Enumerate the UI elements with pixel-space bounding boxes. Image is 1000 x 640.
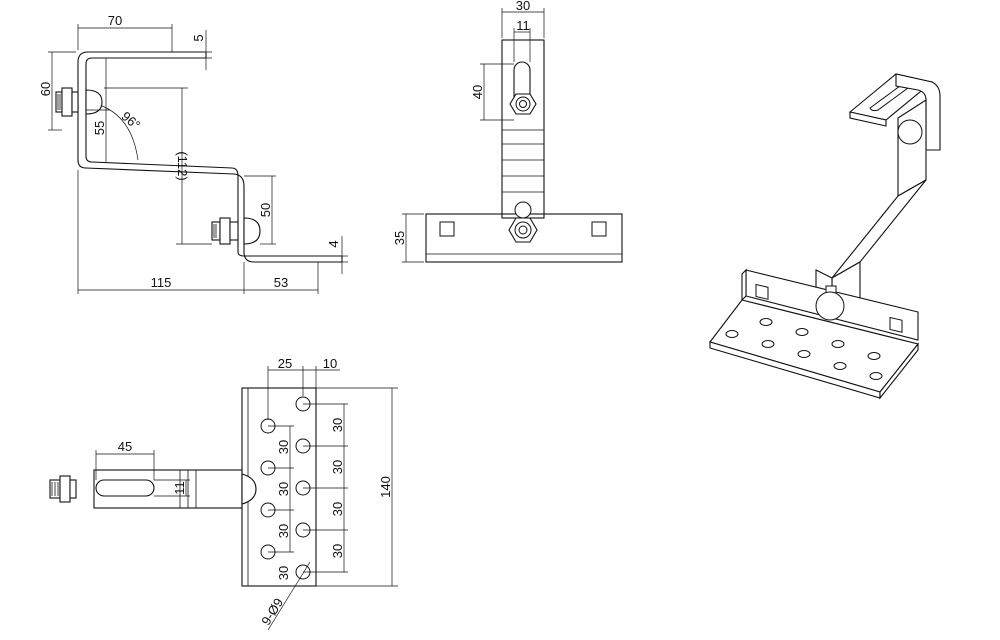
dim-10-text: 10 xyxy=(323,356,337,371)
iso-diagonal-arm xyxy=(831,179,927,279)
isometric-view xyxy=(709,73,941,400)
dim-pitch-8-text: 30 xyxy=(330,544,345,558)
dim-11b-text: 11 xyxy=(172,481,187,495)
dim-4-text: 4 xyxy=(326,240,341,247)
top-view-slot xyxy=(95,479,155,497)
upper-bolt-head xyxy=(85,89,103,115)
dim-40-text: 40 xyxy=(470,85,485,99)
upper-bolt xyxy=(55,87,103,117)
front-lower-nut xyxy=(508,201,538,243)
dim-50-text: 50 xyxy=(258,203,273,217)
upper-bolt-washer xyxy=(71,91,79,113)
iso-flange-hole-right xyxy=(889,316,903,333)
dim-5-text: 5 xyxy=(191,34,206,41)
dim-pitch-2-text: 30 xyxy=(276,482,291,496)
lower-bolt xyxy=(211,217,261,245)
dim-53-text: 53 xyxy=(274,275,288,290)
dim-11-text: 11 xyxy=(516,18,530,33)
side-view-profile-outer xyxy=(77,51,342,263)
dim-pitch-4-text: 30 xyxy=(276,566,291,580)
upper-bolt-nut xyxy=(61,87,73,117)
dim-140-text: 140 xyxy=(378,476,393,498)
dim-25-text: 25 xyxy=(278,356,292,371)
upper-bolt-thread xyxy=(55,91,63,113)
iso-upper-arm xyxy=(897,98,927,197)
iso-base-holes xyxy=(725,318,883,380)
dim-pitch-5-text: 30 xyxy=(330,418,345,432)
dim-pitch-6-text: 30 xyxy=(330,460,345,474)
front-base-square-hole-right xyxy=(591,221,607,237)
iso-flange-hole-left xyxy=(755,283,769,300)
left-pitch-dims xyxy=(268,425,294,553)
top-view-bolt-head xyxy=(241,473,257,505)
dim-pitch-3-text: 30 xyxy=(276,524,291,538)
dim-112-text: (112) xyxy=(175,151,190,180)
dim-55-text: 55 xyxy=(92,121,107,135)
front-view: 30 11 40 35 xyxy=(392,0,623,263)
side-view-profile-inner xyxy=(85,57,342,257)
top-view-bolt xyxy=(49,475,77,503)
lower-bolt-head xyxy=(243,217,261,245)
top-view-holes xyxy=(260,396,311,580)
dim-30-text: 30 xyxy=(516,0,530,13)
dim-115-text: 115 xyxy=(151,275,172,290)
lower-bolt-washer xyxy=(229,221,239,241)
angle-arc xyxy=(101,105,139,161)
dim-35-text: 35 xyxy=(392,231,407,245)
side-view: 70 5 60 55 96° (112) 50 4 xyxy=(38,13,348,294)
front-base-square-hole-left xyxy=(439,221,455,237)
iso-lower-washer xyxy=(815,291,845,321)
dim-70-text: 70 xyxy=(108,13,122,28)
holes-leader-line xyxy=(267,561,311,631)
right-pitch-dims xyxy=(303,403,348,573)
lower-bolt-nut xyxy=(219,217,231,245)
dim-60-text: 60 xyxy=(38,82,53,96)
dim-45-text: 45 xyxy=(118,439,132,454)
front-upper-nut xyxy=(509,93,537,115)
top-view: 25 10 45 11 30 30 30 30 xyxy=(49,356,398,631)
dim-pitch-1-text: 30 xyxy=(276,440,291,454)
holes-callout-text: 9-Ø9 xyxy=(258,595,286,627)
dim-pitch-7-text: 30 xyxy=(330,502,345,516)
angle-text: 96° xyxy=(119,108,144,132)
iso-upper-washer xyxy=(897,119,923,145)
